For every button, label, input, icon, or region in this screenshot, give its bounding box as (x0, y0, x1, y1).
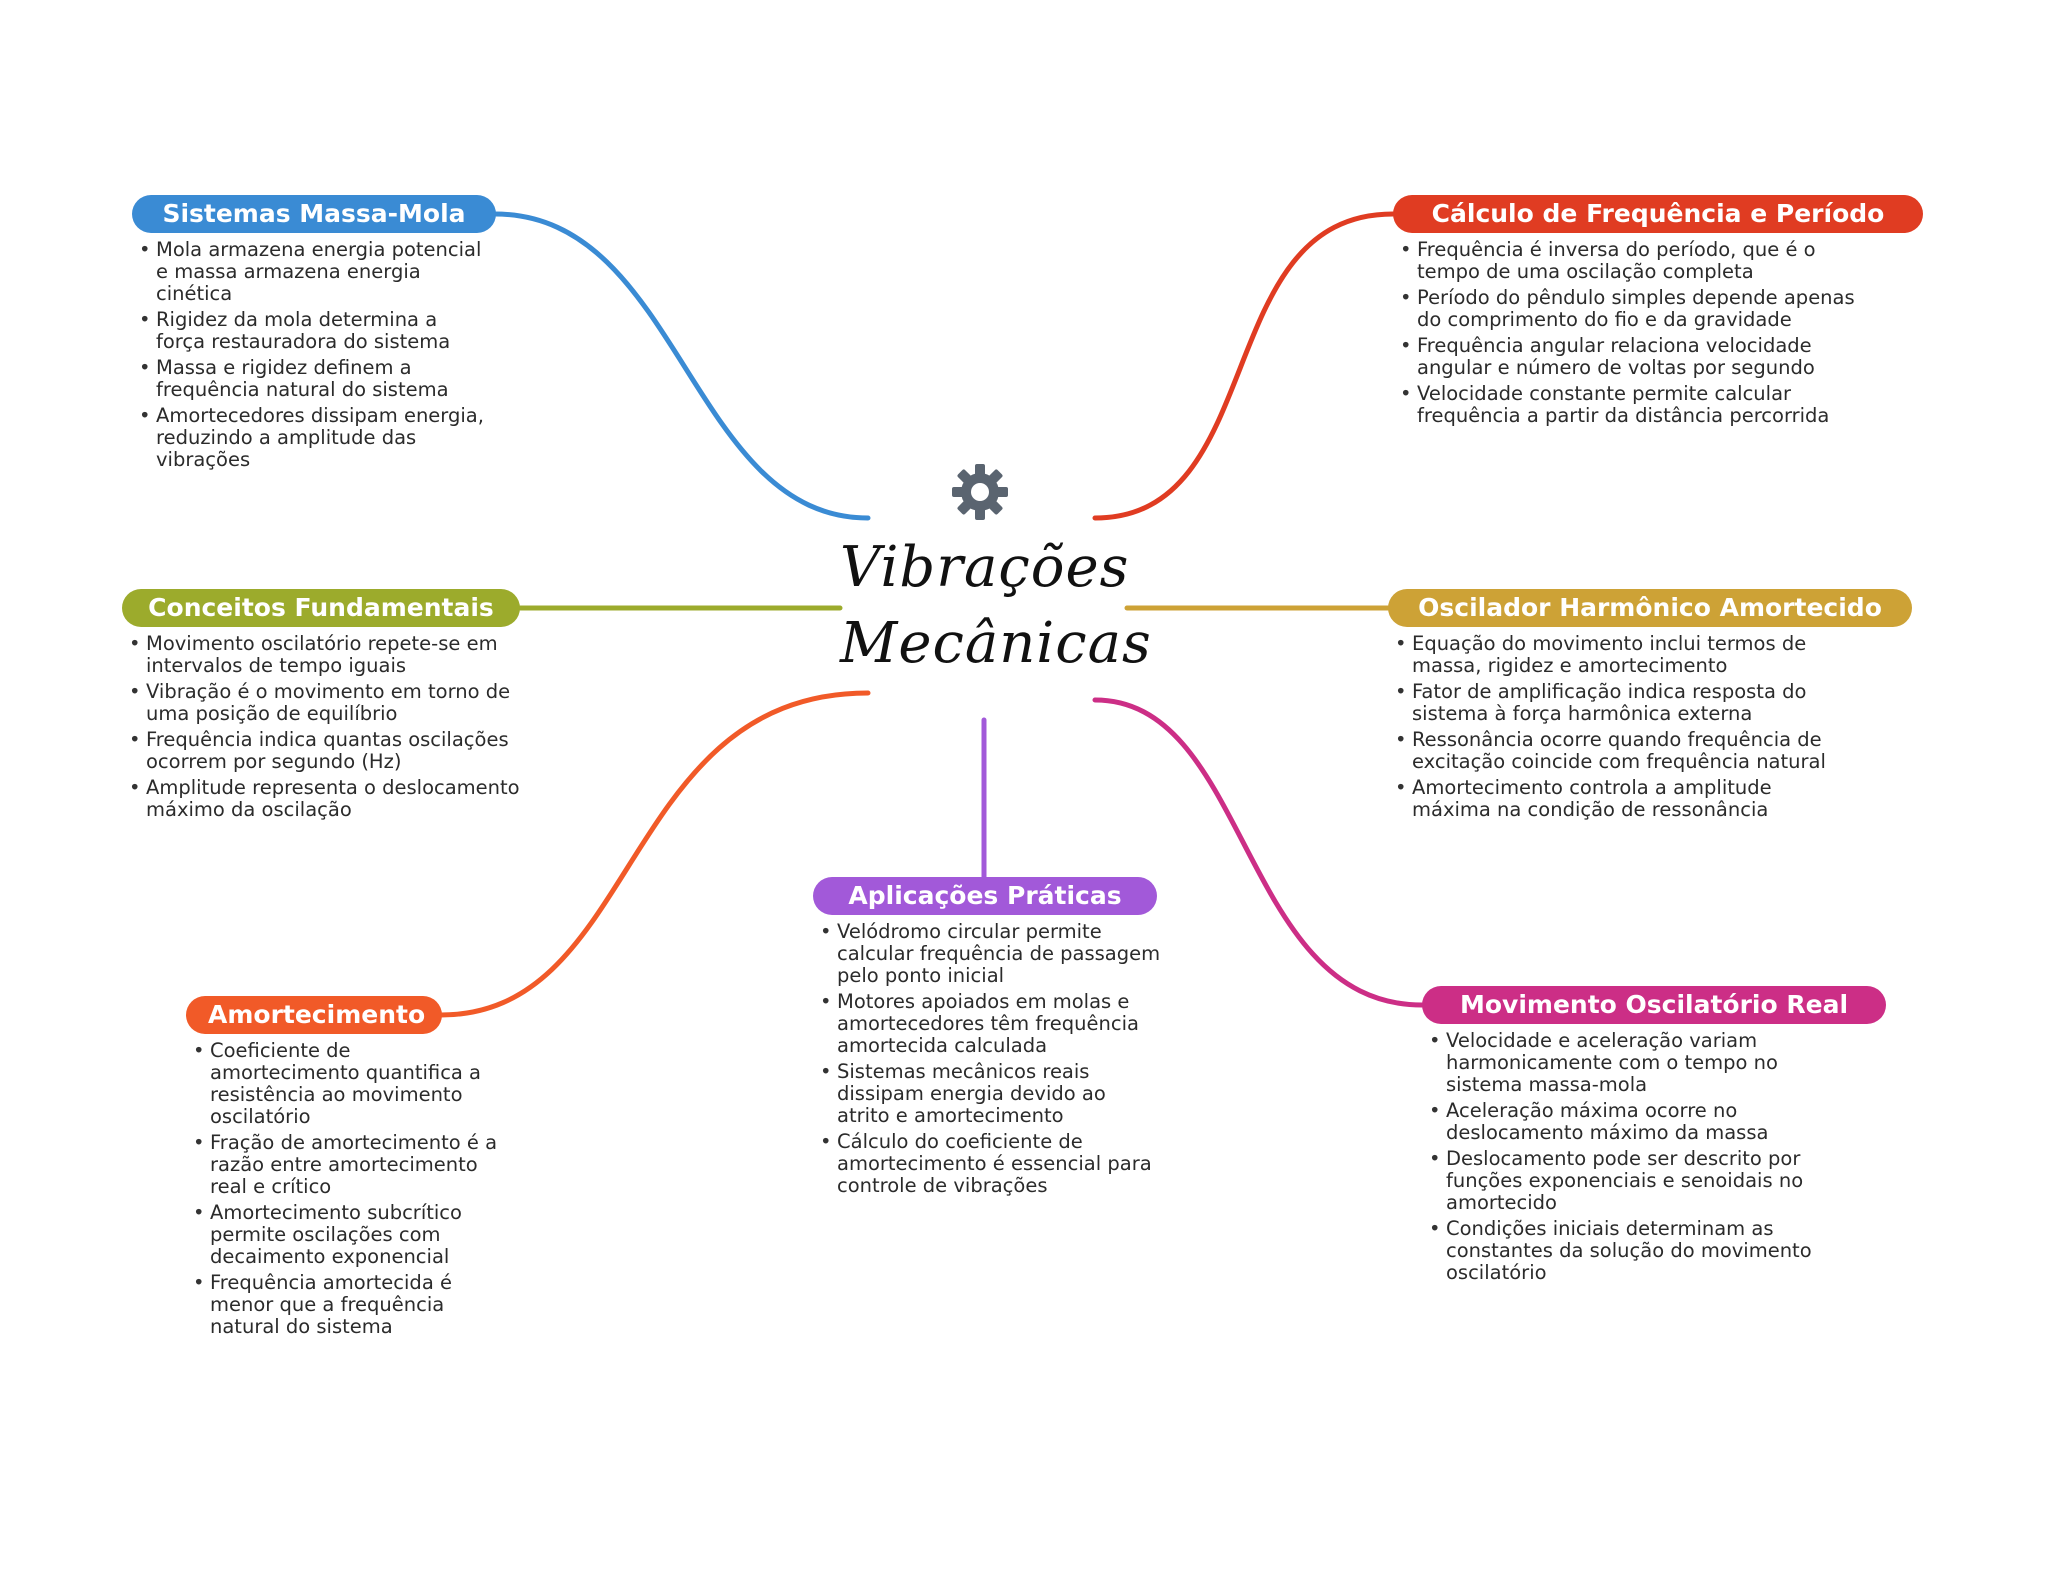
branch-sistemas-massa-mola: Sistemas Massa-Mola Mola armazena energi… (132, 195, 496, 475)
list-item: Aceleração máxima ocorre no deslocamento… (1429, 1100, 1854, 1144)
list-item: Frequência amortecida é menor que a freq… (193, 1272, 498, 1338)
list-item: Mola armazena energia potencial e massa … (139, 239, 492, 305)
branch-movimento-oscilatorio-real: Movimento Oscilatório Real Velocidade e … (1422, 986, 1886, 1288)
bullet-list: Frequência é inversa do período, que é o… (1393, 239, 1857, 427)
branch-label: Amortecimento (186, 996, 442, 1034)
list-item: Amortecedores dissipam energia, reduzind… (139, 405, 492, 471)
bullet-list: Movimento oscilatório repete-se em inter… (122, 633, 528, 821)
list-item: Velocidade e aceleração variam harmonica… (1429, 1030, 1854, 1096)
connector-amortecimento (438, 690, 871, 1018)
list-item: Período do pêndulo simples depende apena… (1400, 287, 1857, 331)
gear-icon (952, 464, 1008, 520)
list-item: Coeficiente de amortecimento quantifica … (193, 1040, 498, 1128)
list-item: Vibração é o movimento em torno de uma p… (129, 681, 528, 725)
branch-label: Movimento Oscilatório Real (1422, 986, 1886, 1024)
list-item: Amortecimento controla a amplitude máxim… (1395, 777, 1852, 821)
branch-calculo-frequencia-periodo: Cálculo de Frequência e Período Frequênc… (1393, 195, 1923, 431)
branch-amortecimento: Amortecimento Coeficiente de amortecimen… (186, 996, 498, 1342)
list-item: Cálculo do coeficiente de amortecimento … (820, 1131, 1163, 1197)
central-topic: Vibrações Mecânicas (840, 460, 1152, 682)
list-item: Sistemas mecânicos reais dissipam energi… (820, 1061, 1163, 1127)
bullet-list: Coeficiente de amortecimento quantifica … (186, 1040, 498, 1338)
bullet-list: Velódromo circular permite calcular freq… (813, 921, 1163, 1197)
list-item: Massa e rigidez definem a frequência nat… (139, 357, 492, 401)
connector-movimento (1092, 697, 1425, 1008)
list-item: Amortecimento subcrítico permite oscilaç… (193, 1202, 498, 1268)
branch-label: Aplicações Práticas (813, 877, 1157, 915)
list-item: Ressonância ocorre quando frequência de … (1395, 729, 1852, 773)
branch-label: Oscilador Harmônico Amortecido (1388, 589, 1912, 627)
list-item: Movimento oscilatório repete-se em inter… (129, 633, 528, 677)
list-item: Frequência angular relaciona velocidade … (1400, 335, 1857, 379)
list-item: Fator de amplificação indica resposta do… (1395, 681, 1852, 725)
branch-label: Cálculo de Frequência e Período (1393, 195, 1923, 233)
branch-label: Sistemas Massa-Mola (132, 195, 496, 233)
list-item: Velódromo circular permite calcular freq… (820, 921, 1163, 987)
connector-sistemas (492, 211, 871, 521)
list-item: Condições iniciais determinam as constan… (1429, 1218, 1854, 1284)
branch-label: Conceitos Fundamentais (122, 589, 520, 627)
list-item: Rigidez da mola determina a força restau… (139, 309, 492, 353)
bullet-list: Velocidade e aceleração variam harmonica… (1422, 1030, 1854, 1284)
central-title: Vibrações Mecânicas (840, 535, 1152, 676)
list-item: Amplitude representa o deslocamento máxi… (129, 777, 528, 821)
connector-calculo (1092, 211, 1396, 521)
list-item: Motores apoiados em molas e amortecedore… (820, 991, 1163, 1057)
branch-oscilador-harmonico-amortecido: Oscilador Harmônico Amortecido Equação d… (1388, 589, 1912, 825)
list-item: Deslocamento pode ser descrito por funçõ… (1429, 1148, 1854, 1214)
branch-aplicacoes-praticas: Aplicações Práticas Velódromo circular p… (813, 877, 1163, 1201)
list-item: Fração de amortecimento é a razão entre … (193, 1132, 498, 1198)
bullet-list: Mola armazena energia potencial e massa … (132, 239, 492, 471)
list-item: Equação do movimento inclui termos de ma… (1395, 633, 1852, 677)
branch-conceitos-fundamentais: Conceitos Fundamentais Movimento oscilat… (122, 589, 528, 825)
bullet-list: Equação do movimento inclui termos de ma… (1388, 633, 1852, 821)
list-item: Velocidade constante permite calcular fr… (1400, 383, 1857, 427)
list-item: Frequência indica quantas oscilações oco… (129, 729, 528, 773)
list-item: Frequência é inversa do período, que é o… (1400, 239, 1857, 283)
